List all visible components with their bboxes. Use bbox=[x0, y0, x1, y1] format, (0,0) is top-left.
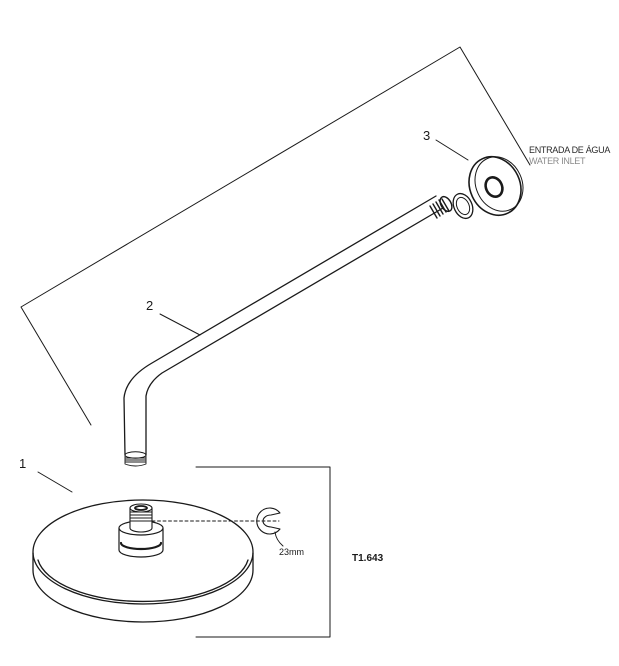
leader-line-23mm bbox=[274, 531, 284, 547]
water-inlet-label-pt: ENTRADA DE ÁGUA bbox=[529, 145, 611, 155]
wrench-icon bbox=[256, 507, 281, 535]
wrench-size-label: 23mm bbox=[279, 547, 305, 557]
swivel-connector bbox=[118, 503, 164, 558]
assembly-bracket bbox=[20, 46, 531, 638]
callout-number-2: 2 bbox=[146, 298, 154, 313]
shower-arm bbox=[123, 195, 453, 467]
shower-head-disc bbox=[32, 499, 254, 623]
leader-line-3 bbox=[435, 139, 469, 161]
arm-top-thread bbox=[429, 195, 453, 219]
leader-line-1 bbox=[37, 471, 73, 493]
leader-line-2 bbox=[159, 313, 201, 336]
callout-number-1: 1 bbox=[19, 456, 27, 471]
arm-bottom-thread bbox=[124, 454, 147, 467]
product-code: T1.643 bbox=[352, 553, 384, 564]
water-inlet-label-en: WATER INLET bbox=[529, 156, 586, 166]
wall-flange bbox=[468, 156, 524, 216]
o-ring-washer bbox=[452, 192, 474, 220]
callout-number-3: 3 bbox=[423, 128, 431, 143]
